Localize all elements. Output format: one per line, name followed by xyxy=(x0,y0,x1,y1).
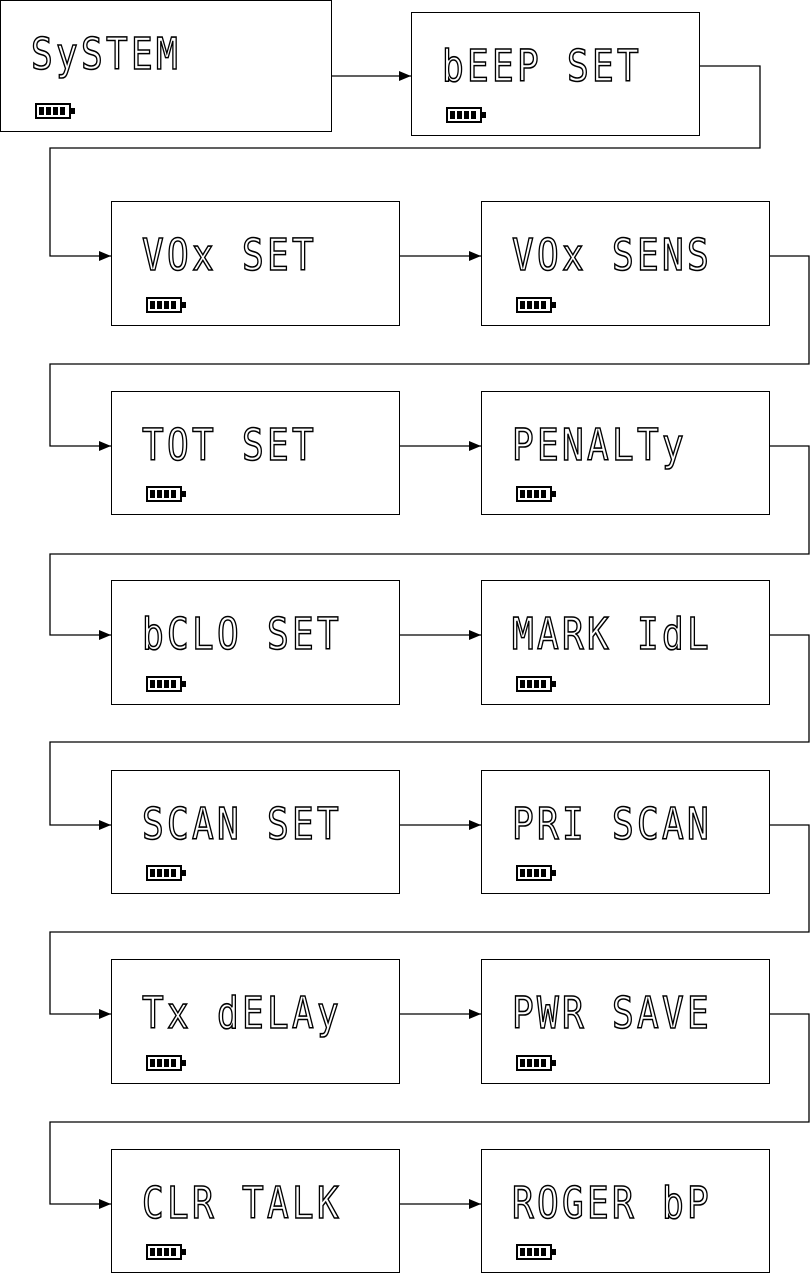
lcd-screen-tx-delay: Tx dELAy xyxy=(111,959,400,1084)
battery-icon xyxy=(446,107,482,123)
lcd-text: VOx SET xyxy=(142,234,317,278)
lcd-text: bEEP SET xyxy=(442,45,642,89)
battery-icon xyxy=(516,865,552,881)
lcd-text: Tx dELAy xyxy=(142,992,342,1036)
lcd-screen-roger-bp: ROGER bP xyxy=(481,1149,770,1273)
lcd-text: PRI SCAN xyxy=(512,803,712,847)
lcd-screen-vox-set: VOx SET xyxy=(111,201,400,326)
lcd-text: SCAN SET xyxy=(142,803,342,847)
battery-icon xyxy=(146,1244,182,1260)
lcd-screen-vox-sens: VOx SENS xyxy=(481,201,770,326)
battery-icon xyxy=(146,486,182,502)
battery-icon xyxy=(516,676,552,692)
lcd-text: VOx SENS xyxy=(512,234,712,278)
lcd-screen-scan-set: SCAN SET xyxy=(111,770,400,894)
lcd-text: bCLO SET xyxy=(142,613,342,657)
lcd-text: PENALTy xyxy=(512,424,687,468)
lcd-screen-pri-scan: PRI SCAN xyxy=(481,770,770,894)
battery-icon xyxy=(516,1055,552,1071)
battery-icon xyxy=(146,1055,182,1071)
lcd-text: PWR SAVE xyxy=(512,992,712,1036)
lcd-text: SySTEM xyxy=(31,33,181,77)
battery-icon xyxy=(516,486,552,502)
lcd-screen-tot-set: TOT SET xyxy=(111,391,400,515)
battery-icon xyxy=(35,103,71,119)
lcd-text: ROGER bP xyxy=(512,1182,712,1226)
lcd-screen-bclo-set: bCLO SET xyxy=(111,580,400,705)
lcd-screen-penalty: PENALTy xyxy=(481,391,770,515)
battery-icon xyxy=(516,1244,552,1260)
lcd-screen-clr-talk: CLR TALK xyxy=(111,1149,400,1273)
lcd-screen-system: SySTEM xyxy=(0,0,332,132)
battery-icon xyxy=(146,676,182,692)
battery-icon xyxy=(146,297,182,313)
lcd-text: MARK IdL xyxy=(512,613,712,657)
lcd-text: CLR TALK xyxy=(142,1182,342,1226)
battery-icon xyxy=(146,865,182,881)
lcd-screen-mark-idl: MARK IdL xyxy=(481,580,770,705)
lcd-screen-pwr-save: PWR SAVE xyxy=(481,959,770,1084)
lcd-text: TOT SET xyxy=(142,424,317,468)
battery-icon xyxy=(516,297,552,313)
lcd-screen-beep-set: bEEP SET xyxy=(411,12,700,136)
